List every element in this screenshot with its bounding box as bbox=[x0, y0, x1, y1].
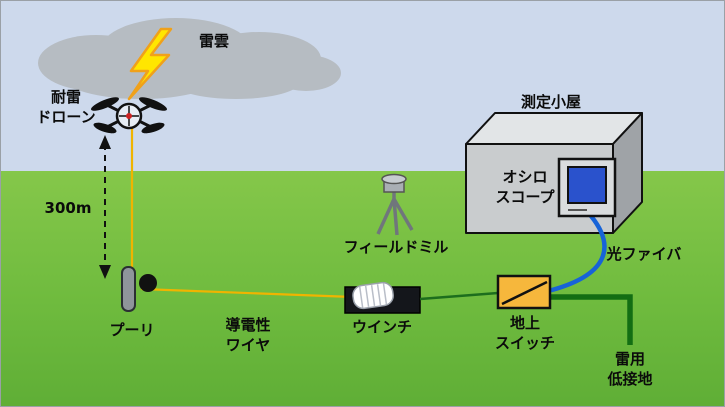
hut-label: 測定小屋 bbox=[520, 93, 581, 111]
ground-switch-label-line1: 地上 bbox=[509, 314, 540, 332]
oscilloscope-label: オシロ スコープ bbox=[482, 168, 568, 207]
drone-label: 耐雷 ドローン bbox=[23, 88, 109, 127]
thundercloud-icon bbox=[38, 18, 341, 99]
wire-label: 導電性 ワイヤ bbox=[200, 316, 296, 355]
fiber-label: 光ファイバ bbox=[606, 245, 682, 263]
distance-label: 300m bbox=[44, 199, 92, 217]
conductive-wire-line bbox=[130, 128, 354, 299]
oscilloscope-monitor bbox=[557, 157, 617, 218]
oscilloscope-label-line2: スコープ bbox=[495, 187, 555, 206]
drone-label-line2: ドローン bbox=[36, 107, 96, 126]
oscilloscope-label-line1: オシロ bbox=[502, 168, 548, 186]
drone-icon bbox=[91, 97, 167, 134]
ground-switch-icon bbox=[496, 274, 552, 310]
ground-label: 雷用 低接地 bbox=[587, 350, 673, 389]
winch-icon bbox=[344, 281, 421, 314]
winch-label: ウインチ bbox=[351, 318, 412, 336]
ground-switch-label: 地上 スイッチ bbox=[484, 314, 566, 353]
winch-switch-wire bbox=[419, 291, 499, 301]
distance-arrow bbox=[99, 135, 111, 279]
cloud-label: 雷雲 bbox=[198, 32, 229, 50]
ground-label-line2: 低接地 bbox=[607, 369, 653, 388]
ground-wire bbox=[550, 294, 633, 345]
pulley-label: プーリ bbox=[109, 321, 155, 339]
lightning-icon bbox=[127, 27, 173, 101]
wire-label-line1: 導電性 bbox=[225, 316, 271, 334]
drone-label-line1: 耐雷 bbox=[50, 88, 81, 106]
ground-switch-label-line2: スイッチ bbox=[494, 333, 555, 352]
wire-label-line2: ワイヤ bbox=[225, 335, 271, 354]
optical-fiber-line bbox=[549, 213, 607, 293]
pulley-icon bbox=[121, 266, 157, 312]
field-mill-icon bbox=[376, 173, 414, 236]
ground-label-line1: 雷用 bbox=[614, 350, 645, 368]
measurement-hut bbox=[465, 112, 643, 234]
field-mill-label: フィールドミル bbox=[343, 238, 449, 256]
